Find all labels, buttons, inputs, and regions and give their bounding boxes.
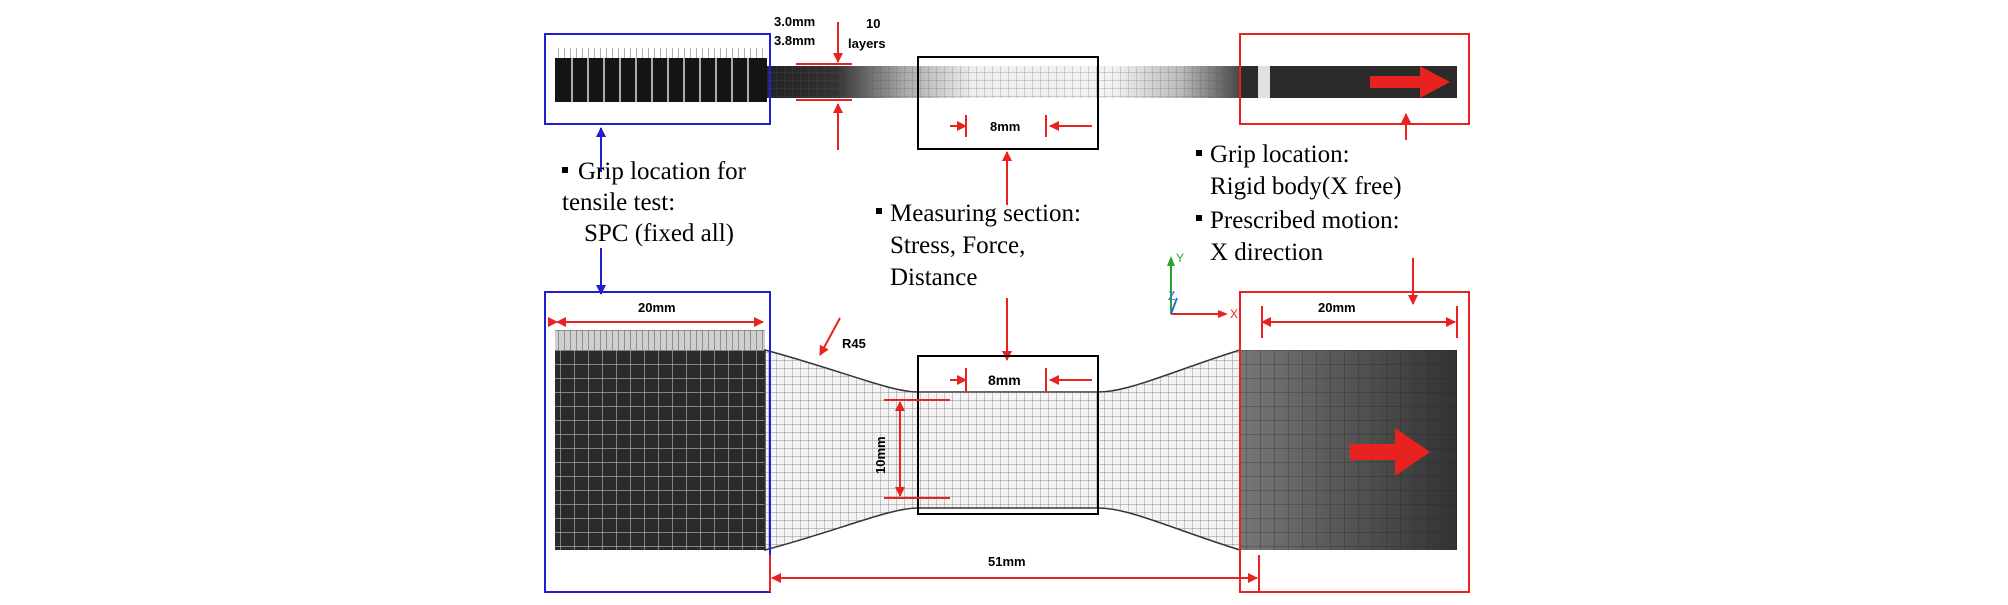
bottom-measure-box — [917, 355, 1099, 515]
callout-right-line2: Rigid body(X free) — [1210, 173, 1402, 200]
z-axis-line — [1170, 297, 1178, 315]
callout-middle-line3: Distance — [890, 264, 977, 291]
top-left-grip-fringe — [555, 48, 767, 58]
axis-triad: Y Z X — [1167, 251, 1238, 321]
neck-dim-label: 10mm — [873, 436, 888, 474]
callout-left-line3: SPC (fixed all) — [584, 220, 734, 247]
callout-middle-line1: Measuring section: — [890, 200, 1081, 227]
left-grip-fringe-lines — [555, 330, 765, 350]
bullet-icon — [1196, 150, 1202, 156]
top-left-grip-box — [544, 33, 771, 125]
y-axis-arrowhead — [1167, 256, 1175, 266]
bottom-view: 20mm 20mm R45 8mm 10mm 51mm — [544, 291, 1470, 593]
left-grip-dim-label: 20mm — [638, 300, 676, 315]
top-view: 3.0mm 3.8mm 10 layers 8mm — [544, 14, 1470, 150]
gauge-dim-label: 51mm — [988, 554, 1026, 569]
bullet-icon — [562, 167, 568, 173]
bottom-left-grip-box — [544, 291, 771, 593]
callout-left-line1: Grip location for — [578, 158, 747, 185]
bottom-right-grip-box — [1239, 291, 1470, 593]
top-measure-box — [917, 56, 1099, 150]
layers-label-word: layers — [848, 36, 886, 51]
callout-right-line3: Prescribed motion: — [1210, 207, 1400, 234]
top-right-grip-box — [1239, 33, 1470, 125]
specimen-neck-mesh — [765, 350, 1240, 550]
y-axis-label: Y — [1176, 251, 1184, 265]
top-left-grip-lines — [571, 58, 749, 102]
thickness-label-b: 3.8mm — [774, 33, 815, 48]
callout-right: Grip location: Rigid body(X free) Prescr… — [1196, 141, 1402, 266]
bullet-icon — [1196, 215, 1202, 221]
bullet-icon — [876, 208, 882, 214]
x-axis-label: X — [1230, 307, 1238, 321]
callout-left: Grip location for tensile test: SPC (fix… — [562, 158, 747, 247]
top-left-grip-mesh — [555, 58, 767, 102]
z-axis-label: Z — [1168, 289, 1175, 303]
layers-label-count: 10 — [866, 16, 880, 31]
callout-middle: Measuring section: Stress, Force, Distan… — [876, 200, 1081, 291]
callout-right-line1: Grip location: — [1210, 141, 1350, 168]
radius-arrow — [819, 317, 841, 356]
right-grip-dim-label: 20mm — [1318, 300, 1356, 315]
top-measure-label: 8mm — [990, 119, 1020, 134]
bottom-measure-label: 8mm — [988, 372, 1021, 388]
thickness-label-a: 3.0mm — [774, 14, 815, 29]
radius-label: R45 — [842, 336, 866, 351]
top-right-grip-light-band — [1258, 66, 1270, 98]
left-grip-mesh — [555, 350, 765, 550]
callout-left-line2: tensile test: — [562, 189, 675, 216]
x-axis-arrowhead — [1218, 310, 1228, 318]
callout-middle-line2: Stress, Force, — [890, 232, 1025, 259]
bottom-motion-arrow — [1350, 428, 1430, 476]
callout-right-line4: X direction — [1210, 239, 1324, 266]
top-motion-arrow — [1370, 66, 1450, 98]
